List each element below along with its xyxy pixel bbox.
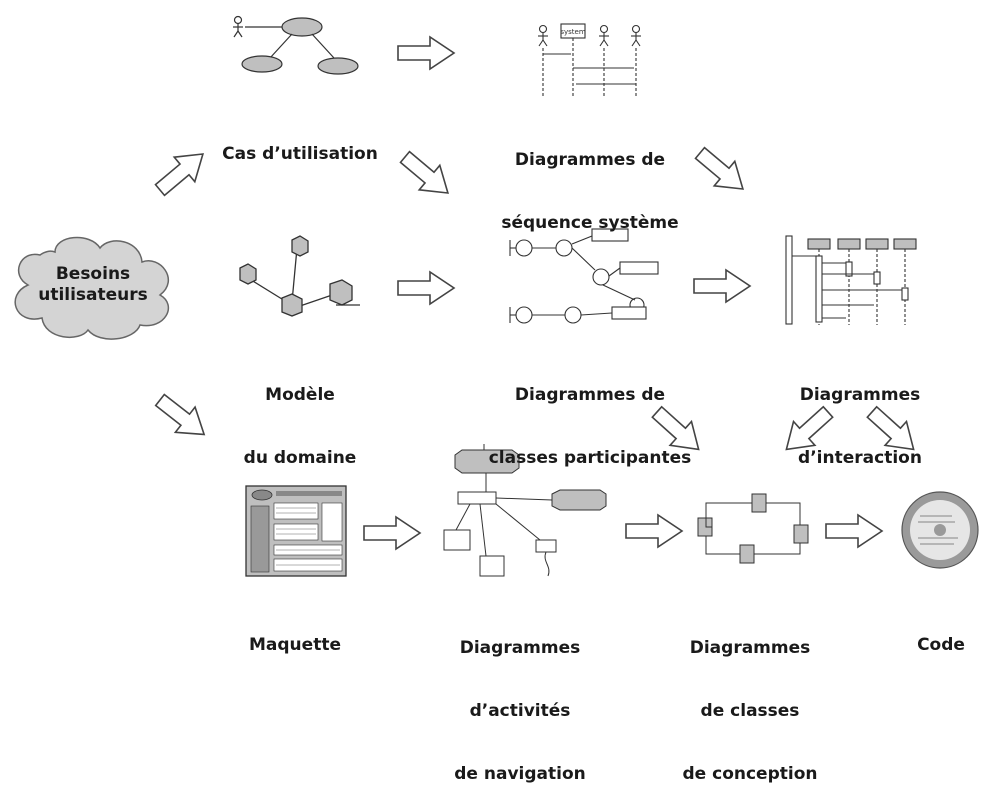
- seq-line1: Diagrammes de: [514, 150, 666, 170]
- arrow-cas-to-classes: [393, 143, 459, 207]
- besoins-cloud: [14, 236, 170, 340]
- code-line1: Code: [917, 635, 965, 655]
- arrow-domaine-to-classes: [397, 271, 455, 305]
- activites-label: Diagrammes d’activités de navigation: [450, 596, 590, 806]
- diagram-canvas: system: [14, 15, 979, 577]
- interaction-line1: Diagrammes: [799, 385, 921, 405]
- activites-line3: de navigation: [454, 764, 586, 784]
- domain-model-thumbnail: [239, 235, 360, 317]
- seq-line2: séquence système: [501, 213, 679, 233]
- arrow-maquette-to-activites: [363, 516, 421, 550]
- sequence-system-thumbnail: system: [538, 23, 641, 98]
- seq-system-box-label: system: [560, 28, 585, 36]
- mockup-thumbnail: [245, 485, 347, 577]
- conception-line1: Diagrammes: [689, 638, 811, 658]
- domaine-label: Modèle du domaine: [230, 343, 370, 490]
- interaction-label: Diagrammes d’interaction: [780, 343, 940, 490]
- besoins-line1: Besoins: [55, 264, 131, 284]
- code-cd-thumbnail: [901, 491, 979, 569]
- cas-line1: Cas d’utilisation: [222, 144, 378, 164]
- classes-part-line2: classes participantes: [488, 448, 692, 468]
- activites-line2: d’activités: [469, 701, 571, 721]
- seq-label: Diagrammes de séquence système: [490, 108, 690, 255]
- design-classes-thumbnail: [697, 493, 809, 564]
- arrow-besoins-to-maquette: [149, 386, 215, 448]
- besoins-line2: utilisateurs: [38, 285, 148, 305]
- interaction-thumbnail: [785, 235, 917, 325]
- arrow-sequence-to-interaction: [688, 139, 754, 203]
- besoins-label: Besoins utilisateurs: [28, 264, 158, 306]
- arrow-conception-to-code: [825, 514, 883, 548]
- use-case-thumbnail: [233, 15, 359, 75]
- participating-classes-thumbnail: [509, 228, 659, 324]
- domaine-line1: Modèle: [265, 385, 335, 405]
- activity-navigation-thumbnail: [443, 444, 607, 577]
- code-label: Code: [906, 593, 976, 677]
- arrow-classes-to-interaction: [693, 269, 751, 303]
- activites-line1: Diagrammes: [459, 638, 581, 658]
- domaine-line2: du domaine: [243, 448, 357, 468]
- classes-part-line1: Diagrammes de: [514, 385, 666, 405]
- conception-line2: de classes: [700, 701, 800, 721]
- cas-label: Cas d’utilisation: [200, 102, 400, 186]
- conception-line3: de conception: [682, 764, 818, 784]
- arrow-activites-to-conception: [625, 514, 683, 548]
- classes-part-label: Diagrammes de classes participantes: [475, 343, 705, 490]
- maquette-label: Maquette: [240, 593, 350, 677]
- arrow-cas-to-sequence: [397, 36, 455, 70]
- interaction-line2: d’interaction: [798, 448, 922, 468]
- maquette-line1: Maquette: [249, 635, 341, 655]
- conception-label: Diagrammes de classes de conception: [680, 596, 820, 806]
